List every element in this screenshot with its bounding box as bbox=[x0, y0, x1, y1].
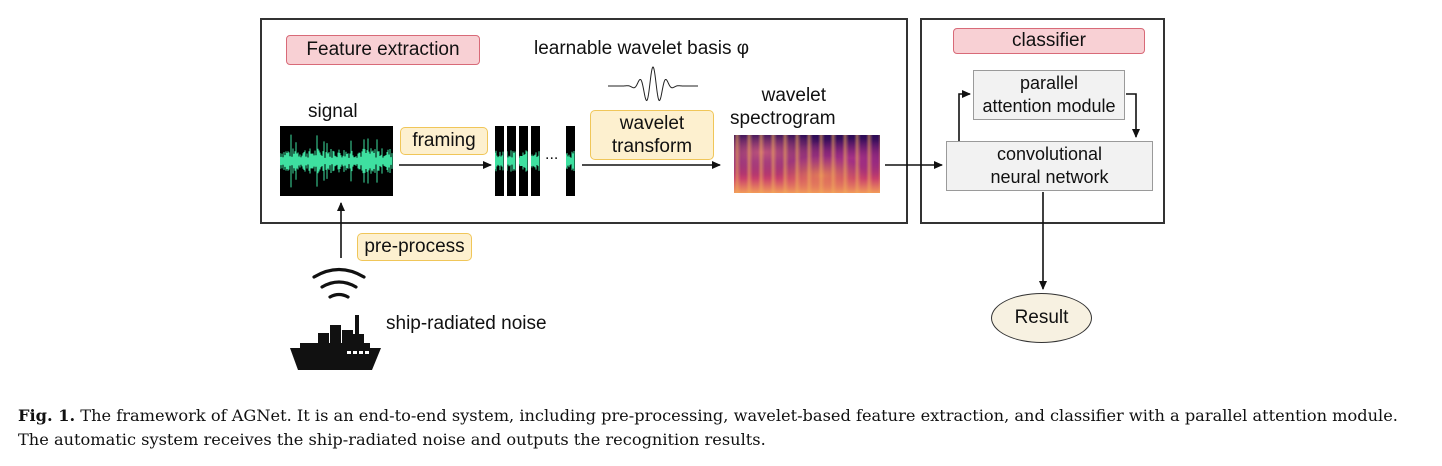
cnn-line2: neural network bbox=[990, 167, 1109, 187]
spectrogram-label-line2: spectrogram bbox=[730, 108, 836, 129]
frames-ellipsis: ... bbox=[545, 146, 559, 163]
attention-line2: attention module bbox=[982, 96, 1116, 116]
attention-line1: parallel bbox=[1019, 73, 1079, 93]
wavelet-icon bbox=[608, 66, 698, 102]
signal-waveform bbox=[280, 126, 393, 196]
frame-3 bbox=[519, 126, 528, 196]
spectrogram-label: wavelet spectrogram bbox=[730, 84, 836, 130]
frame-1 bbox=[495, 126, 504, 196]
ship-icon bbox=[290, 315, 381, 370]
framing-tag: framing bbox=[400, 127, 488, 155]
arrow-cnn-to-attention bbox=[958, 90, 971, 141]
wavelet-transform-line1: wavelet bbox=[619, 113, 685, 134]
frame-wave-icon bbox=[519, 150, 528, 172]
caption-fig-label: Fig. 1. bbox=[18, 406, 76, 425]
cnn-box: convolutional neural network bbox=[946, 141, 1153, 191]
frame-4 bbox=[531, 126, 540, 196]
signal-waves-icon bbox=[312, 267, 366, 299]
wavelet-transform-tag: wavelet transform bbox=[590, 110, 714, 160]
spectrogram-label-line1: wavelet bbox=[761, 85, 827, 106]
arrow-attention-to-cnn bbox=[1126, 93, 1140, 138]
learnable-wavelet-basis-label: learnable wavelet basis φ bbox=[534, 38, 750, 59]
caption-text: The framework of AGNet. It is an end-to-… bbox=[18, 406, 1398, 449]
frame-wave-icon bbox=[507, 150, 516, 172]
wavelet-transform-line2: transform bbox=[611, 136, 693, 157]
frame-n bbox=[566, 126, 575, 196]
frame-wave-icon bbox=[495, 150, 504, 172]
preprocess-tag: pre-process bbox=[357, 233, 472, 261]
classifier-tag: classifier bbox=[953, 28, 1145, 54]
wavelet-spectrogram-image bbox=[734, 135, 880, 193]
feature-extraction-tag: Feature extraction bbox=[286, 35, 480, 65]
figure-caption: Fig. 1. The framework of AGNet. It is an… bbox=[18, 404, 1423, 452]
frame-wave-icon bbox=[531, 151, 540, 171]
diagram-connectors bbox=[290, 90, 1140, 370]
result-node: Result bbox=[991, 293, 1092, 343]
cnn-line1: convolutional bbox=[996, 144, 1103, 164]
frame-2 bbox=[507, 126, 516, 196]
signal-wave-icon bbox=[280, 134, 393, 188]
frame-wave-icon bbox=[566, 151, 575, 171]
parallel-attention-module-box: parallel attention module bbox=[973, 70, 1125, 120]
ship-label: ship-radiated noise bbox=[386, 313, 547, 334]
signal-label: signal bbox=[308, 101, 358, 122]
